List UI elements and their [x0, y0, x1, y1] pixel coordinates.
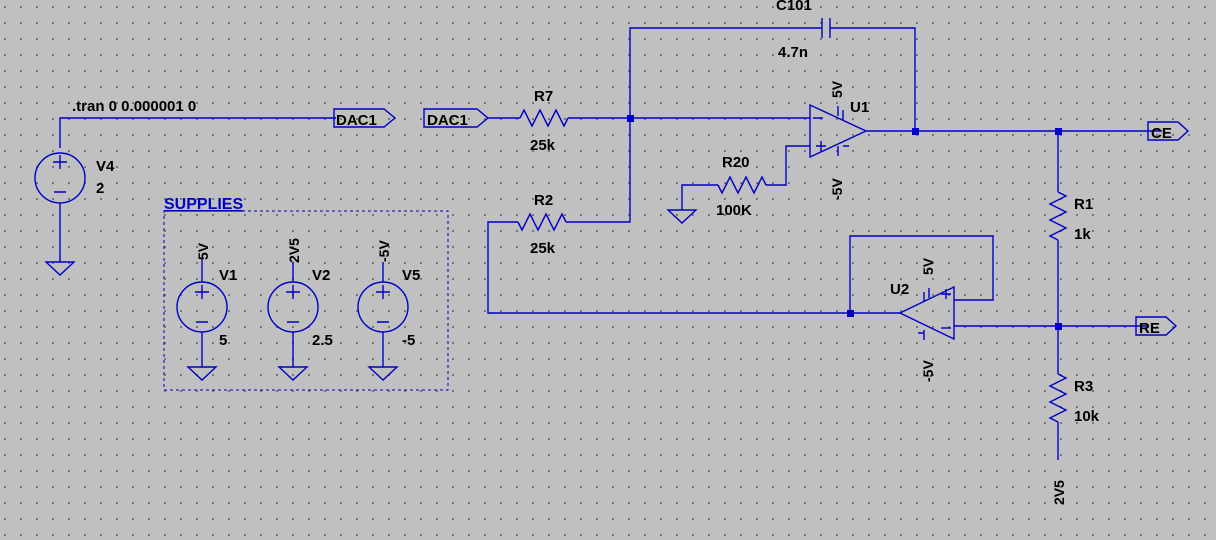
u1-vpos: 5V — [829, 80, 845, 98]
c101-ref: C101 — [776, 0, 812, 14]
supplies-group[interactable]: SUPPLIES 5V V1 5 2V5 V2 2.5 — [163, 196, 449, 391]
junction-dot — [627, 115, 634, 122]
junction-dot — [847, 310, 854, 317]
opamp-u2[interactable]: U2 5V -5V — [849, 235, 1148, 382]
r20-value: 100K — [716, 202, 752, 219]
voltage-source-v5[interactable]: -5V V5 -5 — [357, 240, 420, 381]
v5-ref: V5 — [402, 267, 420, 284]
r2-ref: R2 — [534, 192, 553, 209]
r1-value: 1k — [1074, 226, 1091, 243]
r2-value: 25k — [530, 240, 556, 257]
r3-value: 10k — [1074, 408, 1100, 425]
net-label-re[interactable]: RE — [1135, 316, 1178, 337]
v1-ref: V1 — [219, 267, 237, 284]
resistor-r3[interactable]: R3 10k 2V5 — [1048, 326, 1100, 505]
net-label-ce[interactable]: CE — [1147, 121, 1190, 142]
ground-icon — [277, 366, 309, 381]
spice-directive[interactable]: .tran 0 0.000001 0 — [72, 98, 196, 115]
resistor-r2[interactable]: R2 25k — [487, 118, 900, 314]
net-label-dac1-out[interactable]: DAC1 — [333, 108, 397, 129]
resistor-r1[interactable]: R1 1k — [1048, 131, 1093, 326]
v1-value: 5 — [219, 332, 227, 349]
u1-ref: U1 — [850, 99, 869, 116]
svg-text:DAC1: DAC1 — [427, 112, 468, 129]
u2-vpos: 5V — [920, 257, 936, 275]
ground-icon — [44, 261, 76, 276]
r7-value: 25k — [530, 137, 556, 154]
resistor-r20[interactable]: R20 100K — [666, 145, 810, 224]
ground-icon — [666, 209, 698, 224]
r3-net-label: 2V5 — [1051, 480, 1067, 505]
v2-value: 2.5 — [312, 332, 333, 349]
voltage-source-v2[interactable]: 2V5 V2 2.5 — [267, 238, 333, 381]
u1-vneg: -5V — [829, 178, 845, 200]
junction-dot — [1055, 128, 1062, 135]
v4-value: 2 — [96, 180, 104, 197]
junction-dot — [912, 128, 919, 135]
capacitor-c101[interactable]: C101 4.7n — [629, 0, 916, 131]
v2-ref: V2 — [312, 267, 330, 284]
opamp-u1[interactable]: U1 5V -5V — [809, 80, 1162, 200]
r3-ref: R3 — [1074, 378, 1093, 395]
v2-net-label: 2V5 — [286, 238, 302, 263]
c101-value: 4.7n — [778, 44, 808, 61]
junction-dot — [1055, 323, 1062, 330]
net-label-dac1-in[interactable]: DAC1 — [423, 108, 490, 129]
ground-icon — [186, 366, 218, 381]
u2-ref: U2 — [890, 281, 909, 298]
v5-value: -5 — [402, 332, 415, 349]
r1-ref: R1 — [1074, 196, 1093, 213]
svg-text:DAC1: DAC1 — [336, 112, 377, 129]
svg-text:CE: CE — [1151, 125, 1172, 142]
voltage-source-v4[interactable]: V4 2 — [34, 117, 336, 276]
resistor-r7[interactable]: R7 25k — [488, 88, 810, 154]
v5-net-label: -5V — [376, 240, 392, 262]
svg-text:RE: RE — [1139, 320, 1160, 337]
voltage-source-v1[interactable]: 5V V1 5 — [176, 242, 237, 381]
ground-icon — [367, 366, 399, 381]
r7-ref: R7 — [534, 88, 553, 105]
r20-ref: R20 — [722, 154, 750, 171]
v1-net-label: 5V — [195, 242, 211, 260]
v4-ref: V4 — [96, 158, 115, 175]
u2-vneg: -5V — [920, 360, 936, 382]
supplies-title: SUPPLIES — [164, 196, 243, 213]
